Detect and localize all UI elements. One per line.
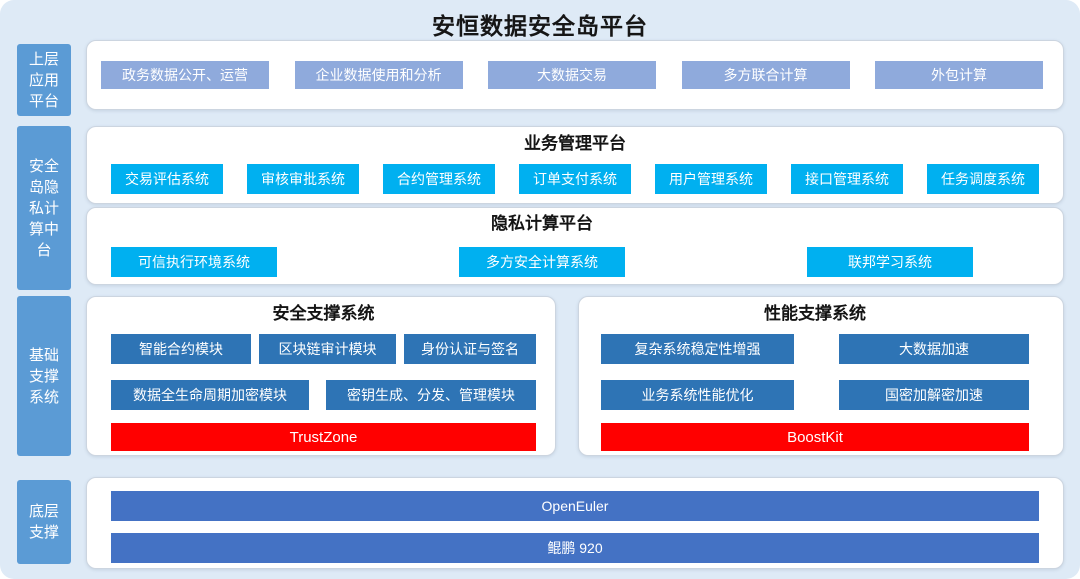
performance-support-panel: 性能支撑系统 复杂系统稳定性增强 大数据加速 业务系统性能优化 国密加解密加速 … bbox=[578, 296, 1064, 456]
security-support-panel: 安全支撑系统 智能合约模块 区块链审计模块 身份认证与签名 数据全生命周期加密模… bbox=[86, 296, 556, 456]
sec-item-blockchain-audit: 区块链审计模块 bbox=[259, 334, 396, 364]
biz-item-user-mgmt: 用户管理系统 bbox=[655, 164, 767, 194]
app-item-outsourced-compute: 外包计算 bbox=[875, 61, 1043, 89]
sec-item-lifecycle-encryption: 数据全生命周期加密模块 bbox=[111, 380, 309, 410]
privacy-computing-items: 可信执行环境系统 多方安全计算系统 联邦学习系统 bbox=[111, 247, 973, 277]
side-label-privacy-middle: 安全岛隐私计算中台 bbox=[17, 126, 71, 290]
side-label-app-layer-text: 上层应用平台 bbox=[28, 50, 59, 110]
side-label-base-support-text: 基础支撑系统 bbox=[28, 346, 59, 406]
trustzone-bar: TrustZone bbox=[111, 423, 536, 451]
business-management-title: 业务管理平台 bbox=[524, 134, 626, 153]
security-support-row1: 智能合约模块 区块链审计模块 身份认证与签名 bbox=[111, 334, 536, 364]
biz-item-order-payment: 订单支付系统 bbox=[519, 164, 631, 194]
sec-item-key-management: 密钥生成、分发、管理模块 bbox=[326, 380, 536, 410]
biz-item-trade-eval: 交易评估系统 bbox=[111, 164, 223, 194]
app-item-enterprise-data: 企业数据使用和分析 bbox=[294, 61, 463, 89]
app-item-multiparty-compute: 多方联合计算 bbox=[681, 61, 850, 89]
biz-item-audit-approval: 审核审批系统 bbox=[247, 164, 359, 194]
business-management-items: 交易评估系统 审核审批系统 合约管理系统 订单支付系统 用户管理系统 接口管理系… bbox=[111, 164, 1039, 194]
side-label-app-layer: 上层应用平台 bbox=[17, 44, 71, 116]
business-management-panel: 业务管理平台 交易评估系统 审核审批系统 合约管理系统 订单支付系统 用户管理系… bbox=[86, 126, 1064, 204]
privacy-computing-title: 隐私计算平台 bbox=[491, 214, 593, 233]
kunpeng-920-bar: 鲲鹏 920 bbox=[111, 533, 1039, 563]
bottom-support-panel: OpenEuler 鲲鹏 920 bbox=[86, 477, 1064, 569]
app-layer-panel: 政务数据公开、运营 企业数据使用和分析 大数据交易 多方联合计算 外包计算 bbox=[86, 40, 1064, 110]
privacy-item-mpc: 多方安全计算系统 bbox=[459, 247, 625, 277]
side-label-base-support: 基础支撑系统 bbox=[17, 296, 71, 456]
perf-item-system-optimization: 业务系统性能优化 bbox=[601, 380, 794, 410]
security-support-row2: 数据全生命周期加密模块 密钥生成、分发、管理模块 bbox=[111, 380, 536, 410]
sec-item-smart-contract: 智能合约模块 bbox=[111, 334, 251, 364]
app-item-gov-data: 政务数据公开、运营 bbox=[101, 61, 269, 89]
sec-item-identity-signature: 身份认证与签名 bbox=[404, 334, 536, 364]
boostkit-bar: BoostKit bbox=[601, 423, 1029, 451]
perf-item-stability-enhance: 复杂系统稳定性增强 bbox=[601, 334, 794, 364]
app-item-bigdata-trade: 大数据交易 bbox=[488, 61, 656, 89]
performance-support-row2: 业务系统性能优化 国密加解密加速 bbox=[601, 380, 1029, 410]
side-label-privacy-middle-text: 安全岛隐私计算中台 bbox=[28, 157, 59, 259]
performance-support-row1: 复杂系统稳定性增强 大数据加速 bbox=[601, 334, 1029, 364]
perf-item-bigdata-accel: 大数据加速 bbox=[839, 334, 1029, 364]
page-title: 安恒数据安全岛平台 bbox=[432, 13, 648, 39]
openeuler-bar: OpenEuler bbox=[111, 491, 1039, 521]
security-support-title: 安全支撑系统 bbox=[272, 304, 375, 323]
side-label-bottom-support-text: 底层支撑 bbox=[28, 503, 59, 541]
performance-support-title: 性能支撑系统 bbox=[764, 304, 866, 323]
biz-item-task-scheduling: 任务调度系统 bbox=[927, 164, 1039, 194]
biz-item-interface-mgmt: 接口管理系统 bbox=[791, 164, 903, 194]
privacy-item-tee: 可信执行环境系统 bbox=[111, 247, 277, 277]
privacy-computing-panel: 隐私计算平台 可信执行环境系统 多方安全计算系统 联邦学习系统 bbox=[86, 207, 1064, 285]
privacy-item-federated-learning: 联邦学习系统 bbox=[807, 247, 973, 277]
side-label-bottom-support: 底层支撑 bbox=[17, 480, 71, 564]
biz-item-contract-mgmt: 合约管理系统 bbox=[383, 164, 495, 194]
perf-item-crypto-accel: 国密加解密加速 bbox=[839, 380, 1029, 410]
